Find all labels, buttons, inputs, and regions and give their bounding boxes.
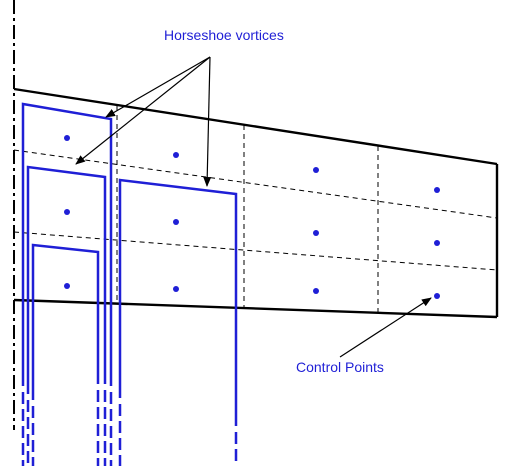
control-point [173, 219, 179, 225]
horseshoe-vortex-2 [26, 165, 107, 466]
control-point [313, 288, 319, 294]
control-point [313, 230, 319, 236]
control-points [64, 135, 440, 299]
control-point [173, 286, 179, 292]
chordwise-grid-line-1 [13, 149, 498, 219]
horseshoe-vortex-3 [31, 243, 100, 466]
annotation-arrows [75, 56, 432, 358]
arrow-to-vortex-4 [203, 56, 212, 187]
arrow-to-vortex-1 [105, 56, 211, 118]
wing-outline [13, 87, 499, 319]
arrow-to-control-point [339, 297, 432, 358]
horseshoe-vortices [21, 102, 238, 466]
horseshoe-vortex-4 [118, 178, 238, 466]
trailing-edge [13, 298, 498, 319]
control-point [313, 167, 319, 173]
leading-edge [13, 87, 498, 166]
arrow-to-vortex-2 [75, 56, 211, 165]
panel-grid [13, 106, 498, 312]
horseshoe-vortex-1 [21, 102, 113, 466]
control-point [64, 209, 70, 215]
control-point [64, 135, 70, 141]
control-point [434, 240, 440, 246]
control-points-label: Control Points [296, 359, 384, 375]
control-point [434, 187, 440, 193]
control-point [64, 283, 70, 289]
horseshoe-vortices-label: Horseshoe vortices [164, 27, 284, 43]
control-point [173, 152, 179, 158]
control-point [434, 293, 440, 299]
